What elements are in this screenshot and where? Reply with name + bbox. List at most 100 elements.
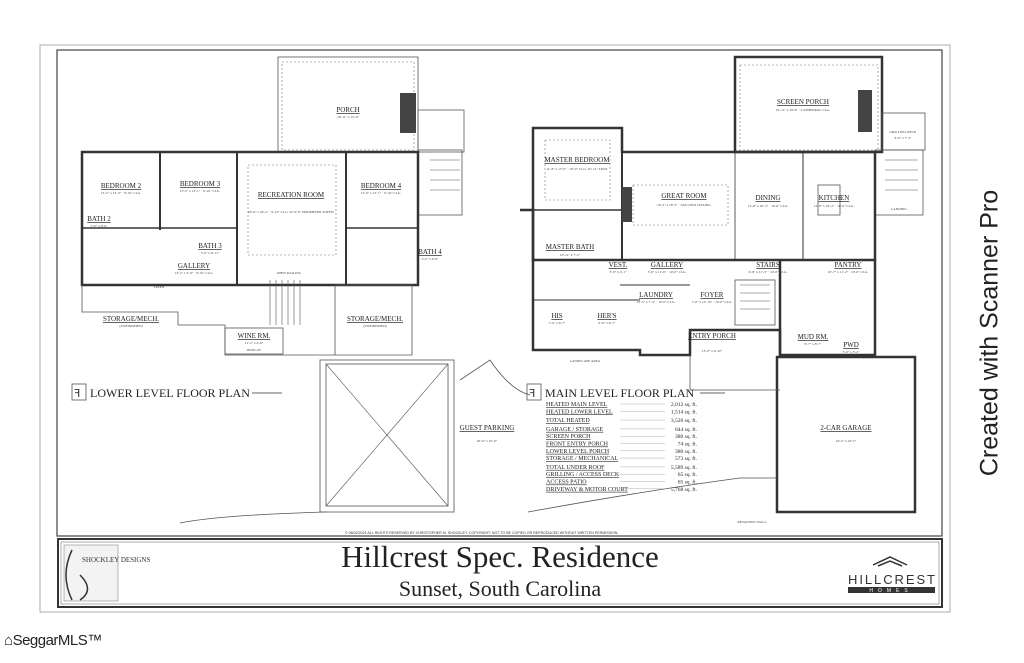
svg-text:3'-9" x 4'-1": 3'-9" x 4'-1" bbox=[610, 270, 628, 274]
room-stairs: STAIRS bbox=[756, 261, 780, 269]
main-level-plan: SCREEN PORCH 19'-11" x 19'-8" · CATHEDRA… bbox=[520, 55, 926, 524]
area-value: 74 sq. ft. bbox=[678, 441, 698, 448]
svg-text:13'-2" x 3'-9" · 9'-10" CLG.: 13'-2" x 3'-9" · 9'-10" CLG. bbox=[175, 271, 214, 275]
room-bedroom-4: BEDROOM 4 bbox=[361, 182, 402, 190]
area-value: 644 sq. ft. bbox=[675, 426, 698, 433]
svg-text:OPEN RAILING: OPEN RAILING bbox=[277, 271, 302, 275]
svg-text:19'-11" x 19'-8" · CATHEDRAL C: 19'-11" x 19'-8" · CATHEDRAL CLG. bbox=[776, 108, 831, 112]
svg-text:8'-0" x 7'-3": 8'-0" x 7'-3" bbox=[895, 136, 913, 140]
svg-text:7'-0" x 12'-10" · 10'-0" CLG.: 7'-0" x 12'-10" · 10'-0" CLG. bbox=[692, 300, 733, 304]
room-foyer: FOYER bbox=[701, 291, 724, 299]
svg-text:8'-7" x 8'-7": 8'-7" x 8'-7" bbox=[805, 342, 823, 346]
area-label: GRILLING / ACCESS DECK bbox=[546, 472, 620, 478]
room-storage-mech-left: STORAGE/MECH. bbox=[103, 315, 159, 323]
room-hers-closet: HER'S bbox=[597, 312, 616, 320]
room-bath-2: BATH 2 bbox=[87, 215, 111, 223]
area-label: HEATED MAIN LEVEL bbox=[546, 402, 608, 408]
svg-text:(UNFINISHED): (UNFINISHED) bbox=[119, 324, 143, 328]
lower-level-title: LOWER LEVEL FLOOR PLAN bbox=[90, 386, 250, 400]
area-table-row: TOTAL UNDER ROOF 5,589 sq. ft. bbox=[546, 464, 698, 471]
room-2-car-garage: 2-CAR GARAGE bbox=[820, 424, 871, 432]
svg-text:18'-4" x 18'-3" · VAULTED CEIL: 18'-4" x 18'-3" · VAULTED CEILING bbox=[657, 203, 711, 207]
area-label: SCREEN PORCH bbox=[546, 434, 591, 440]
area-table-row: GARAGE / STORAGE 644 sq. ft. bbox=[546, 426, 698, 433]
svg-text:9'-0" x 6'-7": 9'-0" x 6'-7" bbox=[599, 321, 617, 325]
outer-frame bbox=[39, 44, 951, 613]
room-grilling-deck: GRILLING DECK bbox=[890, 130, 917, 134]
svg-text:11'-2" x 4'-6": 11'-2" x 4'-6" bbox=[245, 341, 264, 345]
area-table-row: DRIVEWAY & MOTOR COURT 5,768 sq. ft. bbox=[546, 486, 698, 493]
svg-text:5'-2" x 9'-8": 5'-2" x 9'-8" bbox=[422, 257, 440, 261]
room-storage-mech-right: STORAGE/MECH. bbox=[347, 315, 403, 323]
room-kitchen: KITCHEN bbox=[819, 194, 850, 202]
room-bedroom-2: BEDROOM 2 bbox=[101, 182, 142, 190]
room-bath-3: BATH 3 bbox=[198, 242, 222, 250]
room-mud-room: MUD RM. bbox=[798, 333, 829, 341]
area-value: 573 sq. ft. bbox=[675, 455, 698, 462]
drawing-frame bbox=[56, 49, 943, 537]
room-entry-porch: ENTRY PORCH bbox=[688, 332, 736, 340]
svg-text:RETAINING WALL: RETAINING WALL bbox=[737, 520, 766, 524]
svg-text:13'-0" x 6'-10": 13'-0" x 6'-10" bbox=[702, 349, 723, 353]
area-value: 5,768 sq. ft. bbox=[671, 486, 698, 493]
svg-text:(UNFINISHED): (UNFINISHED) bbox=[363, 324, 387, 328]
area-label: HEATED LOWER LEVEL bbox=[546, 409, 613, 415]
area-table-row: STORAGE / MECHANICAL 573 sq. ft. bbox=[546, 455, 698, 462]
room-gallery-lower: GALLERY bbox=[178, 262, 210, 270]
area-value: 1,514 sq. ft. bbox=[671, 408, 698, 415]
svg-text:5'-0" x 9'-6": 5'-0" x 9'-6" bbox=[91, 224, 109, 228]
svg-text:9'-8" x 11'-3" · 10'-0" CLG.: 9'-8" x 11'-3" · 10'-0" CLG. bbox=[749, 270, 788, 274]
area-value: 5,589 sq. ft. bbox=[671, 464, 698, 471]
area-label: DRIVEWAY & MOTOR COURT bbox=[546, 487, 628, 493]
svg-text:SHOCKLEY DESIGNS: SHOCKLEY DESIGNS bbox=[82, 556, 150, 564]
room-bath-4: BATH 4 bbox=[418, 248, 442, 256]
svg-text:7'-0" x 6'-7": 7'-0" x 6'-7" bbox=[549, 321, 567, 325]
scanner-watermark: Created with Scanner Pro bbox=[975, 189, 1004, 477]
room-vestibule: VEST. bbox=[609, 261, 628, 269]
room-screen-porch: SCREEN PORCH bbox=[777, 98, 829, 106]
svg-text:10'-11" x 7'-2": 10'-11" x 7'-2" bbox=[560, 253, 581, 257]
room-wine-room: WINE RM. bbox=[238, 332, 271, 340]
main-level-title: MAIN LEVEL FLOOR PLAN bbox=[545, 386, 695, 400]
svg-text:13'-0" x 13'-1" · 9'-10" CLG.: 13'-0" x 13'-1" · 9'-10" CLG. bbox=[361, 191, 402, 195]
area-table-row: FRONT ENTRY PORCH 74 sq. ft. bbox=[546, 441, 698, 448]
mls-logo: ⌂SeggarMLS™ bbox=[4, 632, 102, 649]
copyright-note: © 08/02/2021 ALL RIGHTS RESERVED BY CHRI… bbox=[345, 531, 618, 535]
guest-parking: GUEST PARKING bbox=[460, 424, 515, 432]
area-value: 65 sq. ft. bbox=[678, 471, 698, 478]
area-table-row: HEATED LOWER LEVEL 1,514 sq. ft. bbox=[546, 408, 698, 415]
area-value: 380 sq. ft. bbox=[675, 448, 698, 455]
room-laundry: LAUNDRY bbox=[639, 291, 673, 299]
area-label: TOTAL UNDER ROOF bbox=[546, 465, 605, 471]
project-location: Sunset, South Carolina bbox=[398, 576, 602, 601]
room-pantry: PANTRY bbox=[835, 261, 862, 269]
house-icon: ⌂ bbox=[4, 632, 13, 649]
room-recreation-room: RECREATION ROOM bbox=[258, 191, 325, 199]
designer-mark-icon: ꟻ bbox=[529, 388, 535, 400]
svg-text:LANDING: LANDING bbox=[891, 207, 907, 211]
svg-text:13'-2" x 13'-1" · 9'-10" CLG.: 13'-2" x 13'-1" · 9'-10" CLG. bbox=[180, 189, 221, 193]
room-porch: PORCH bbox=[336, 106, 359, 114]
svg-text:HOMES: HOMES bbox=[869, 588, 912, 594]
area-label: STORAGE / MECHANICAL bbox=[546, 456, 619, 462]
area-label: LOWER LEVEL PORCH bbox=[546, 449, 610, 455]
lower-level-plan: PORCH 18'-11" x 15'-6" BEDROOM 2 13'-2" … bbox=[71, 56, 465, 401]
room-his-closet: HIS bbox=[551, 312, 562, 320]
svg-text:13'-2" x 13'-3" · 9'-10" CLG.: 13'-2" x 13'-3" · 9'-10" CLG. bbox=[101, 191, 142, 195]
area-label: GARAGE / STORAGE bbox=[546, 427, 604, 433]
garage-parking-pad: GUEST PARKING 20'-0" x 25'-0" bbox=[179, 359, 531, 524]
area-table-row: LOWER LEVEL PORCH 380 sq. ft. bbox=[546, 448, 698, 455]
area-value: 3,526 sq. ft. bbox=[671, 417, 698, 424]
area-label: ACCESS PATIO bbox=[546, 480, 587, 486]
area-label: FRONT ENTRY PORCH bbox=[546, 442, 609, 448]
svg-text:HILLCREST: HILLCREST bbox=[848, 572, 935, 587]
svg-text:DISPLAY: DISPLAY bbox=[247, 348, 262, 352]
svg-text:10'-5" x 7'-3" · 10'-0" CLG.: 10'-5" x 7'-3" · 10'-0" CLG. bbox=[637, 300, 676, 304]
room-powder: PWD bbox=[843, 341, 859, 349]
room-dining: DINING bbox=[756, 194, 781, 202]
